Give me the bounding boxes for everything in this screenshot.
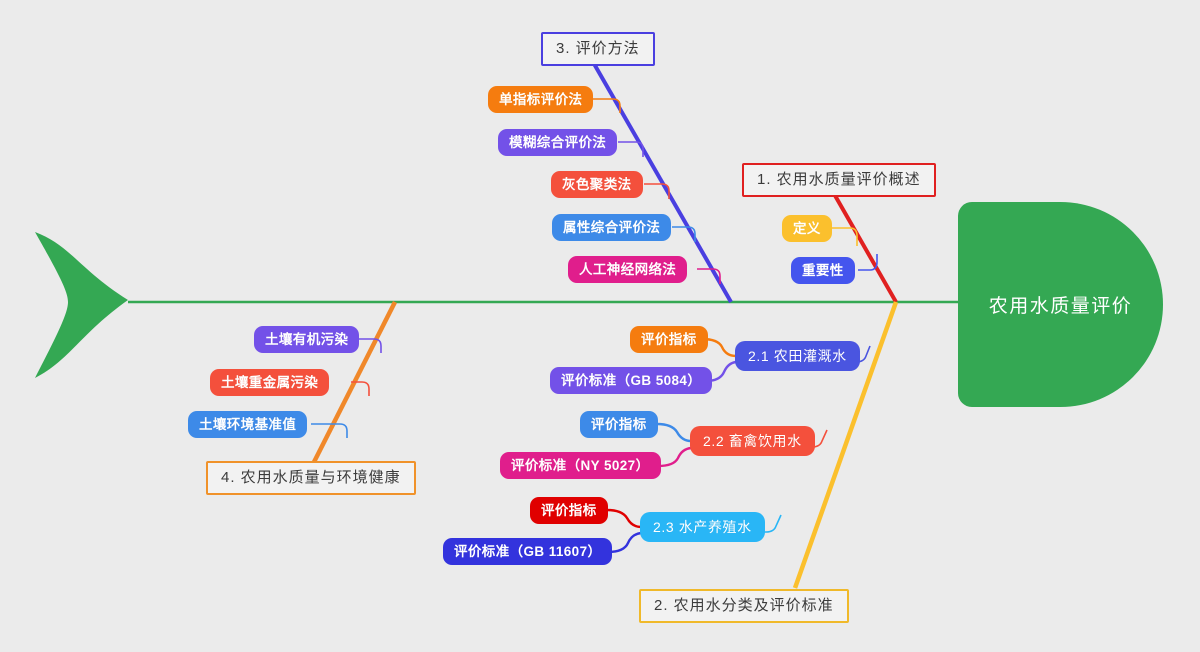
leaf-b3-0[interactable]: 单指标评价法: [488, 86, 594, 113]
connector-b4-1: [351, 381, 370, 396]
bone-b1: [831, 191, 898, 303]
leaf-b3-4[interactable]: 人工神经网络法: [568, 256, 688, 283]
connector-b4-0: [357, 338, 382, 353]
branch-2-group-2[interactable]: 2.3 水产养殖水: [640, 512, 765, 542]
connector-b3-2: [644, 183, 670, 199]
connector-b4-2: [311, 423, 348, 438]
leaf-b4-2[interactable]: 土壤环境基准值: [188, 411, 308, 438]
leaf-b1-1[interactable]: 重要性: [791, 257, 855, 284]
connector-b2-g1-0: [656, 422, 692, 443]
branch-title-1[interactable]: 1. 农用水质量评价概述: [742, 163, 936, 197]
branch-title-4[interactable]: 4. 农用水质量与环境健康: [206, 461, 416, 495]
leaf-b4-1[interactable]: 土壤重金属污染: [210, 369, 330, 396]
connector-b3-3: [672, 226, 696, 242]
fish-tail: [35, 232, 128, 378]
branch-title-3[interactable]: 3. 评价方法: [541, 32, 655, 66]
connector-b2-g2-1: [607, 531, 642, 554]
connector-b1-0: [828, 227, 858, 246]
leaf-b2-g1-1[interactable]: 评价标准（NY 5027）: [500, 452, 661, 479]
leaf-b3-3[interactable]: 属性综合评价法: [552, 214, 672, 241]
leaf-b2-g2-1[interactable]: 评价标准（GB 11607）: [443, 538, 613, 565]
leaf-b3-2[interactable]: 灰色聚类法: [551, 171, 643, 198]
connector-b2-g2-0: [606, 508, 642, 529]
connector-b3-1: [618, 141, 644, 157]
leaf-b2-g0-0[interactable]: 评价指标: [630, 326, 708, 353]
leaf-b4-0[interactable]: 土壤有机污染: [254, 326, 360, 353]
leaf-b2-g1-0[interactable]: 评价指标: [580, 411, 658, 438]
connector-b3-0: [592, 98, 621, 113]
branch-2-group-1[interactable]: 2.2 畜禽饮用水: [690, 426, 815, 456]
leaf-b2-g2-0[interactable]: 评价指标: [530, 497, 608, 524]
leaf-b2-g0-1[interactable]: 评价标准（GB 5084）: [550, 367, 713, 394]
fishbone-head: 农用水质量评价: [958, 202, 1163, 407]
connector-b3-4: [697, 268, 721, 284]
fishbone-head-label: 农用水质量评价: [988, 296, 1133, 317]
leaf-b3-1[interactable]: 模糊综合评价法: [498, 129, 618, 156]
branch-2-group-0[interactable]: 2.1 农田灌溉水: [735, 341, 860, 371]
connector-b2-g1-1: [657, 446, 692, 468]
leaf-b1-0[interactable]: 定义: [782, 215, 832, 242]
branch-title-2[interactable]: 2. 农用水分类及评价标准: [639, 589, 849, 623]
connector-b1-1: [858, 254, 878, 271]
